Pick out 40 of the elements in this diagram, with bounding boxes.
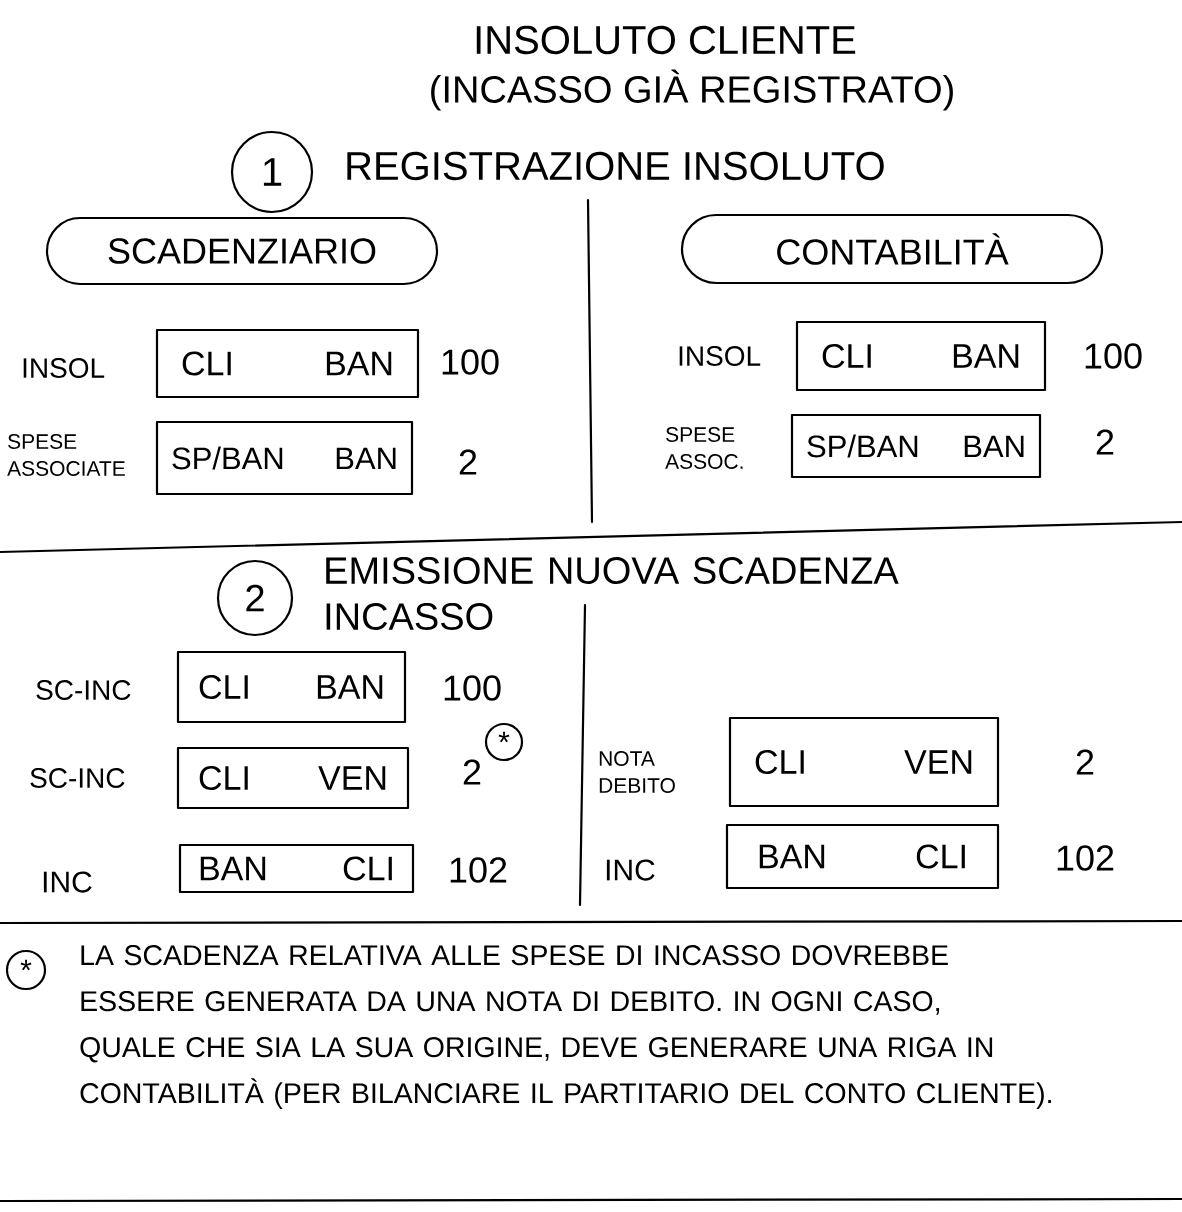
node-label: BAN bbox=[759, 844, 825, 869]
node-label: CLI bbox=[916, 844, 965, 869]
entry-box: CLI BAN bbox=[795, 320, 1047, 392]
amount: 100 bbox=[444, 675, 501, 701]
entry-label: INC bbox=[606, 859, 655, 881]
entry-box: CLI VEN bbox=[176, 746, 410, 810]
entry-box: BAN CLI bbox=[725, 823, 1000, 890]
node-label: VEN bbox=[904, 750, 972, 774]
amount: 2 bbox=[1096, 429, 1114, 455]
entry-label: SC-INC bbox=[30, 768, 125, 788]
entry-label: SPESE ASSOC. bbox=[665, 427, 743, 469]
section-heading: REGISTRAZIONE INSOLUTO bbox=[347, 151, 884, 181]
node-label: CLI bbox=[182, 351, 231, 376]
entry-label: SC-INC bbox=[36, 680, 131, 700]
amount: 100 bbox=[442, 349, 499, 375]
entry-box: CLI VEN bbox=[728, 716, 1000, 808]
amount: 2 bbox=[1076, 749, 1094, 775]
entry-label: INC bbox=[43, 871, 92, 893]
amount: 2 bbox=[459, 449, 477, 475]
entry-box: SP/BAN BAN bbox=[155, 420, 414, 496]
entry-box: CLI BAN bbox=[176, 650, 407, 724]
footnote-mark: * bbox=[484, 722, 524, 762]
entry-label: NOTA DEBITO bbox=[599, 751, 675, 793]
footnote-mark: * bbox=[5, 949, 47, 991]
entry-box: BAN CLI bbox=[178, 843, 415, 894]
subtitle: (INCASSO GIÀ REGISTRATO) bbox=[431, 69, 953, 111]
amount: 2 bbox=[463, 759, 481, 785]
entry-box: CLI BAN bbox=[155, 328, 420, 399]
amount: 100 bbox=[1085, 343, 1142, 369]
amount: 102 bbox=[450, 857, 507, 883]
entry-label: SPESE ASSOCIATE bbox=[7, 434, 125, 476]
amount: 102 bbox=[1057, 845, 1114, 871]
node-label: BAN bbox=[326, 351, 392, 376]
node-label: CLI bbox=[755, 749, 804, 775]
title: INSOLUTO CLIENTE bbox=[476, 25, 856, 55]
entry-label: INSOL bbox=[679, 346, 761, 366]
section-heading: EMISSIONE NUOVA SCADENZA INCASSO bbox=[326, 557, 899, 630]
entry-box: SP/BAN BAN bbox=[790, 413, 1042, 479]
entry-label: INSOL bbox=[23, 358, 105, 378]
footnote-text: LA SCADENZA RELATIVA ALLE SPESE DI INCASSO DOVREBBE ESSERE GENERATA DA UNA NOTA DI DEBITO. IN OGNI CASO, QUALE CHE SIA LA SUA ORIGINE, DEVE GENERARE UNA RIGA IN CONTABILITÀ (PER BILANCIARE IL PARTITARIO DEL CONTO CLIENTE). bbox=[80, 945, 1051, 1109]
